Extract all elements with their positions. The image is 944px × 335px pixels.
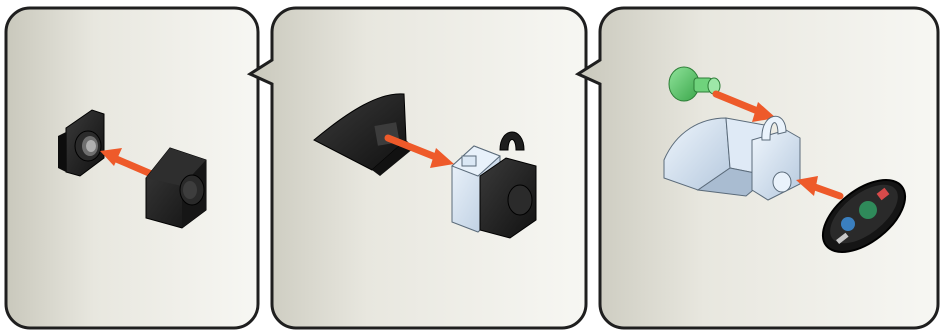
step-2-panel [250,8,586,328]
step-3-panel [578,8,938,328]
step-1-panel [6,8,258,328]
